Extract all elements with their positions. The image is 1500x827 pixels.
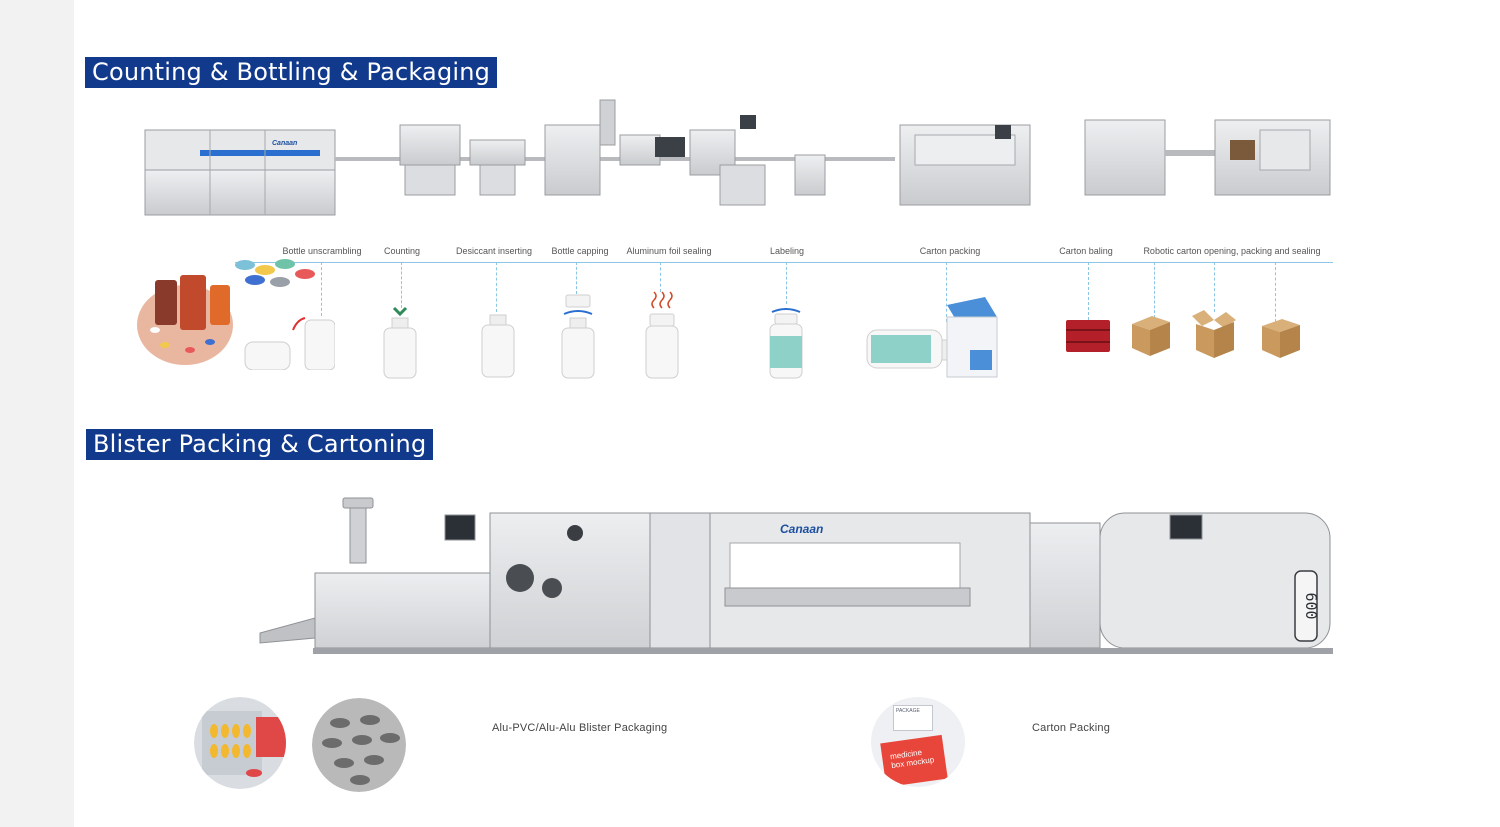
step-tick [1088, 262, 1089, 320]
step-label-labeling: Labeling [769, 246, 805, 256]
carton-packing-icon [866, 297, 998, 378]
step-tick [946, 262, 947, 322]
medicine-box: medicine box mockup [880, 734, 948, 787]
step-label-counting: Counting [383, 246, 421, 256]
step-tick [321, 262, 322, 316]
step-tick [1154, 262, 1155, 318]
process-steps-rule [235, 262, 1333, 263]
carton-caption: Carton Packing [1032, 722, 1111, 734]
section-title-counting: Counting & Bottling & Packaging [85, 57, 498, 88]
brand-logo-upper: Canaan [272, 140, 297, 147]
package-label: PACKAGE [893, 705, 933, 731]
machine-model-number: 600 [1302, 592, 1320, 619]
step-label-carton-baling: Carton baling [1059, 246, 1113, 256]
step-tick [401, 262, 402, 308]
step-tick [576, 262, 577, 294]
pills-and-bottles-image [137, 259, 335, 370]
baled-carton-icon [1066, 320, 1110, 352]
step-tick [1214, 262, 1215, 312]
blister-pack-photo [194, 697, 286, 789]
step-label-aluminum-foil-sealing: Aluminum foil sealing [626, 246, 712, 256]
bottle-capping-icon [561, 294, 595, 379]
step-tick [660, 262, 661, 292]
filled-carton-icon [1192, 310, 1236, 358]
bottle-counting-icon [383, 306, 417, 379]
open-carton-icon [1132, 316, 1170, 356]
section-title-blister: Blister Packing & Cartoning [86, 429, 434, 460]
step-label-bottle-capping: Bottle capping [551, 246, 609, 256]
blister-caption: Alu-PVC/Alu-Alu Blister Packaging [492, 722, 668, 734]
blister-cartoning-line-machine: Canaan 600 [255, 493, 1335, 665]
brand-logo-lower: Canaan [780, 522, 823, 536]
left-margin-band [0, 0, 74, 827]
sealed-carton-icon [1262, 319, 1300, 358]
step-label-robotic-carton: Robotic carton opening, packing and seal… [1143, 246, 1321, 256]
alu-alu-blister-photo [312, 698, 406, 792]
step-tick [496, 262, 497, 312]
carton-mockup-photo: PACKAGE medicine box mockup [871, 697, 965, 787]
step-label-desiccant-inserting: Desiccant inserting [455, 246, 533, 256]
bottle-desiccant-icon [481, 314, 515, 378]
step-tick [1275, 262, 1276, 322]
step-label-bottle-unscrambling: Bottle unscrambling [282, 246, 362, 256]
bottling-line-machine: Canaan [140, 95, 1340, 230]
step-tick [786, 262, 787, 304]
bottle-foil-sealing-icon [645, 291, 679, 379]
step-label-carton-packing: Carton packing [919, 246, 981, 256]
bottle-labeling-icon [769, 308, 803, 379]
